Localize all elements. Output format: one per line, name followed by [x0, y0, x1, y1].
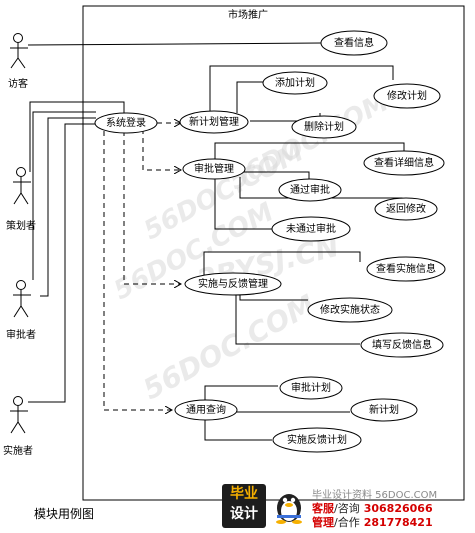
use-case-add-plan: 添加计划 [262, 71, 328, 95]
use-case-new-plan-label: 新计划管理 [189, 115, 239, 128]
footer-site-text: 毕业设计资料 56DOC.COM [312, 490, 438, 501]
use-case-not-pass: 未通过审批 [271, 216, 351, 242]
footer-service-key: 客服 [312, 502, 334, 515]
actor-planner: 策划者 [6, 167, 36, 232]
use-case-view-impl: 查看实施信息 [366, 256, 446, 282]
use-case-general-query-label: 通用查询 [186, 403, 226, 416]
use-case-modify-impl: 修改实施状态 [307, 297, 393, 323]
qq-penguin-icon [276, 494, 302, 524]
actor-visitor: 访客 [8, 33, 28, 90]
use-case-general-query: 通用查询 [174, 399, 238, 421]
use-case-login-label: 系统登录 [106, 116, 146, 129]
site-logo: 毕业 设计 [222, 484, 266, 528]
use-case-delete-plan: 删除计划 [291, 115, 357, 139]
footer-manage-text: /合作 [334, 516, 360, 529]
use-case-impl-feedback: 实施与反馈管理 [184, 272, 282, 296]
use-case-pass-approval: 通过审批 [278, 178, 342, 202]
use-case-add-plan-label: 添加计划 [275, 76, 315, 89]
use-case-new-plan-query: 新计划 [350, 398, 418, 422]
actor-approver: 审批者 [6, 280, 36, 341]
actor-visitor-label: 访客 [8, 77, 28, 90]
association-lines [27, 42, 405, 441]
use-case-approval: 审批管理 [182, 158, 246, 180]
use-case-return-modify: 返回修改 [374, 197, 438, 221]
use-case-modify-impl-label: 修改实施状态 [320, 303, 380, 316]
use-case-approve-plan-label: 审批计划 [291, 381, 331, 394]
use-case-modify-plan-label: 修改计划 [387, 89, 427, 102]
footer-service-number: 306826066 [363, 502, 433, 515]
actor-approver-label: 审批者 [6, 328, 36, 341]
logo-top-text: 毕业 [230, 486, 258, 502]
use-case-pass-approval-label: 通过审批 [290, 183, 330, 196]
use-case-new-plan: 新计划管理 [179, 110, 249, 134]
actor-implementer: 实施者 [3, 396, 33, 457]
use-case-new-plan-query-label: 新计划 [369, 403, 399, 416]
use-case-view-detail-label: 查看详细信息 [374, 156, 434, 169]
include-relations [103, 123, 181, 410]
system-title: 市场推广 [228, 8, 268, 21]
use-cases: 查看信息 系统登录 添加计划 修改计划 新计划管理 删除计划 查看详细信息 审 [94, 30, 446, 453]
use-case-approval-label: 审批管理 [194, 162, 234, 175]
use-case-impl-feedback-label: 实施与反馈管理 [198, 277, 268, 290]
use-case-view-detail: 查看详细信息 [363, 150, 445, 176]
actor-planner-label: 策划者 [6, 219, 36, 232]
footer-service-text: /咨询 [334, 502, 360, 515]
use-case-login: 系统登录 [94, 112, 158, 134]
watermarks: 56DOC.COM 56DOC.COM 56DOC.COM 2BYSJ.CN 5… [109, 87, 393, 406]
use-case-return-modify-label: 返回修改 [386, 202, 426, 215]
use-case-modify-plan: 修改计划 [373, 83, 441, 109]
use-case-fill-feedback: 填写反馈信息 [360, 332, 444, 358]
use-case-approve-plan: 审批计划 [279, 376, 343, 400]
use-case-impl-feedback-plan: 实施反馈计划 [272, 427, 362, 453]
use-case-view-impl-label: 查看实施信息 [376, 262, 436, 275]
use-case-view-info: 查看信息 [320, 30, 388, 56]
use-case-delete-plan-label: 删除计划 [304, 120, 344, 133]
footer-manage-key: 管理 [312, 516, 334, 529]
footer-manage-number: 281778421 [363, 516, 433, 529]
use-case-fill-feedback-label: 填写反馈信息 [372, 338, 432, 351]
logo-bottom-text: 设计 [230, 506, 258, 522]
use-case-impl-feedback-plan-label: 实施反馈计划 [287, 433, 347, 446]
system-boundary [82, 5, 465, 501]
use-case-view-info-label: 查看信息 [334, 36, 374, 49]
diagram-caption: 模块用例图 [34, 507, 95, 521]
actor-implementer-label: 实施者 [3, 444, 33, 457]
use-case-not-pass-label: 未通过审批 [286, 222, 336, 235]
